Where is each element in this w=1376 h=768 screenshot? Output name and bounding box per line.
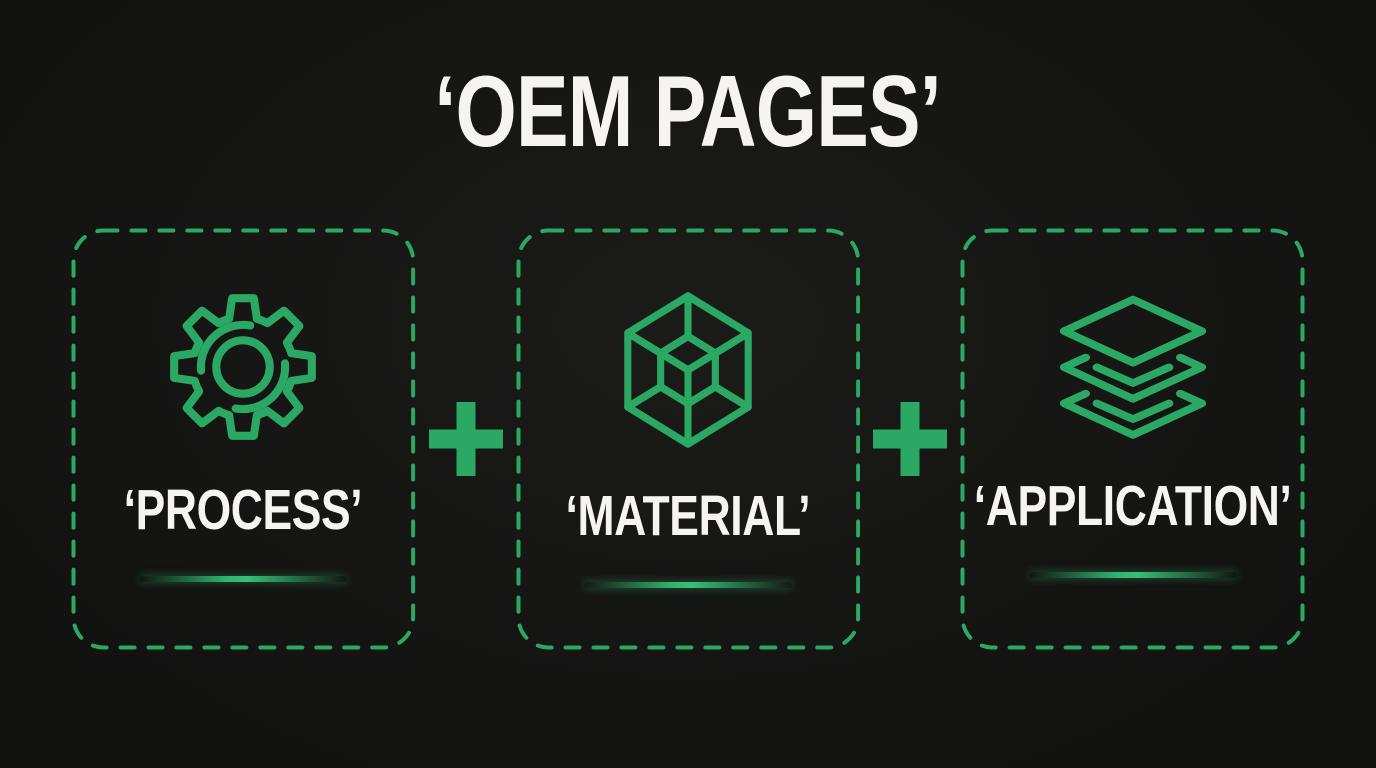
separator-2 xyxy=(860,228,960,650)
separator-1 xyxy=(416,228,516,650)
plus-icon xyxy=(873,402,947,476)
plus-icon xyxy=(429,402,503,476)
dashed-border xyxy=(960,228,1305,650)
card-application: ‘APPLICATION’ xyxy=(960,228,1305,650)
dashed-border xyxy=(515,228,860,650)
card-process: ‘PROCESS’ xyxy=(71,228,416,650)
gear-icon xyxy=(170,294,317,440)
dashed-border xyxy=(71,228,416,650)
cards-row: ‘PROCESS’ xyxy=(71,228,1305,650)
page-title: ‘OEM PAGES’ xyxy=(0,62,1376,163)
page-title-text: ‘OEM PAGES’ xyxy=(434,56,942,168)
cube-icon xyxy=(624,292,752,448)
label-underline xyxy=(1028,571,1237,578)
card-label-application: ‘APPLICATION’ xyxy=(973,474,1292,538)
label-underline xyxy=(583,581,792,588)
card-label-process: ‘PROCESS’ xyxy=(123,478,363,542)
label-underline xyxy=(139,575,348,582)
card-label-material: ‘MATERIAL’ xyxy=(565,484,811,548)
layers-icon xyxy=(1059,295,1206,439)
card-material: ‘MATERIAL’ xyxy=(515,228,861,650)
